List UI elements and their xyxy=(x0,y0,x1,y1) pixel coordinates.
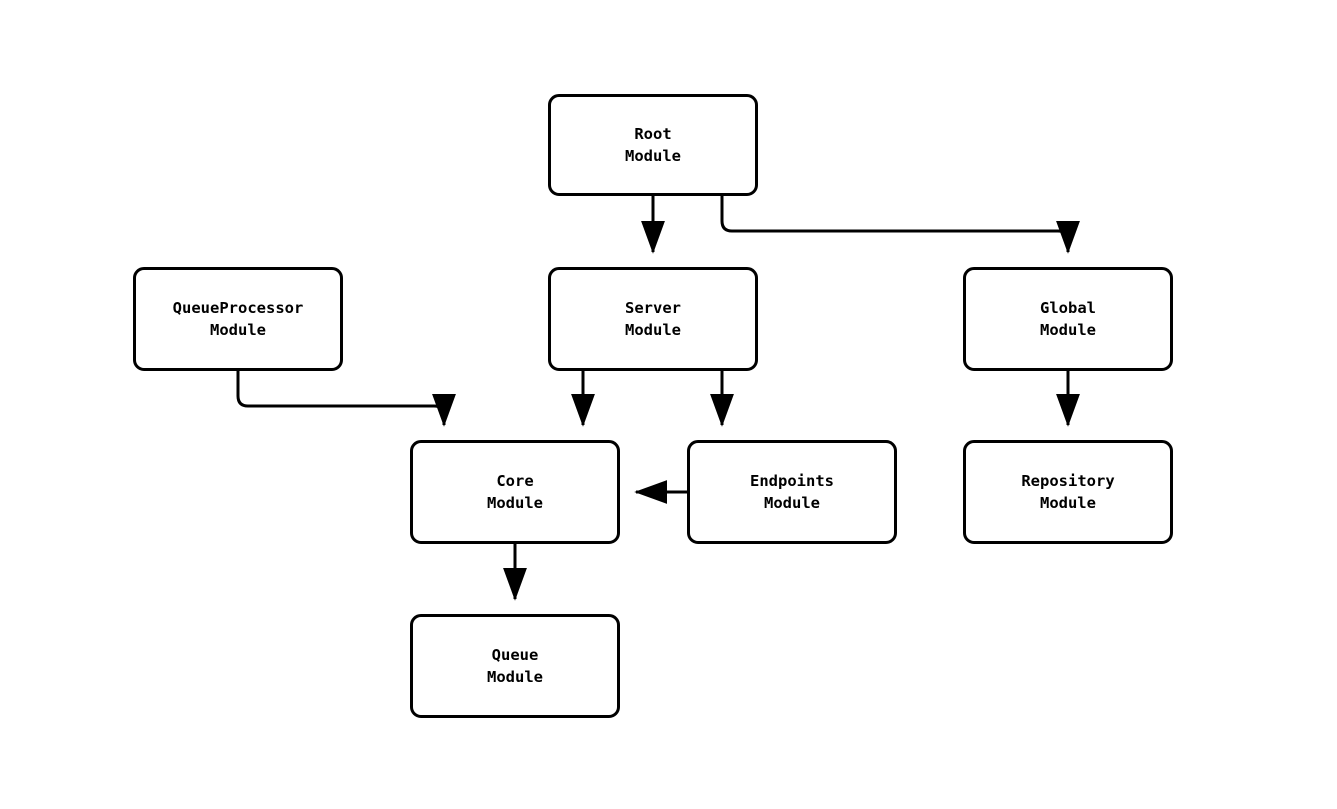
node-repository-module[interactable]: Repository Module xyxy=(963,440,1173,544)
node-core-module[interactable]: Core Module xyxy=(410,440,620,544)
edge-root-global xyxy=(720,196,1080,254)
node-root-module-label: Root Module xyxy=(625,125,681,165)
edge-queueprocessor-core xyxy=(236,371,456,427)
node-server-module-label: Server Module xyxy=(625,299,681,339)
node-root-module[interactable]: Root Module xyxy=(548,94,758,196)
node-queueprocessor-module[interactable]: QueueProcessor Module xyxy=(133,267,343,371)
node-repository-module-label: Repository Module xyxy=(1021,472,1115,512)
node-endpoints-module-label: Endpoints Module xyxy=(750,472,834,512)
node-queue-module-label: Queue Module xyxy=(487,646,543,686)
node-queueprocessor-module-label: QueueProcessor Module xyxy=(172,299,304,339)
node-server-module[interactable]: Server Module xyxy=(548,267,758,371)
node-global-module-label: Global Module xyxy=(1040,299,1096,339)
node-endpoints-module[interactable]: Endpoints Module xyxy=(687,440,897,544)
node-core-module-label: Core Module xyxy=(487,472,543,512)
node-global-module[interactable]: Global Module xyxy=(963,267,1173,371)
node-queue-module[interactable]: Queue Module xyxy=(410,614,620,718)
